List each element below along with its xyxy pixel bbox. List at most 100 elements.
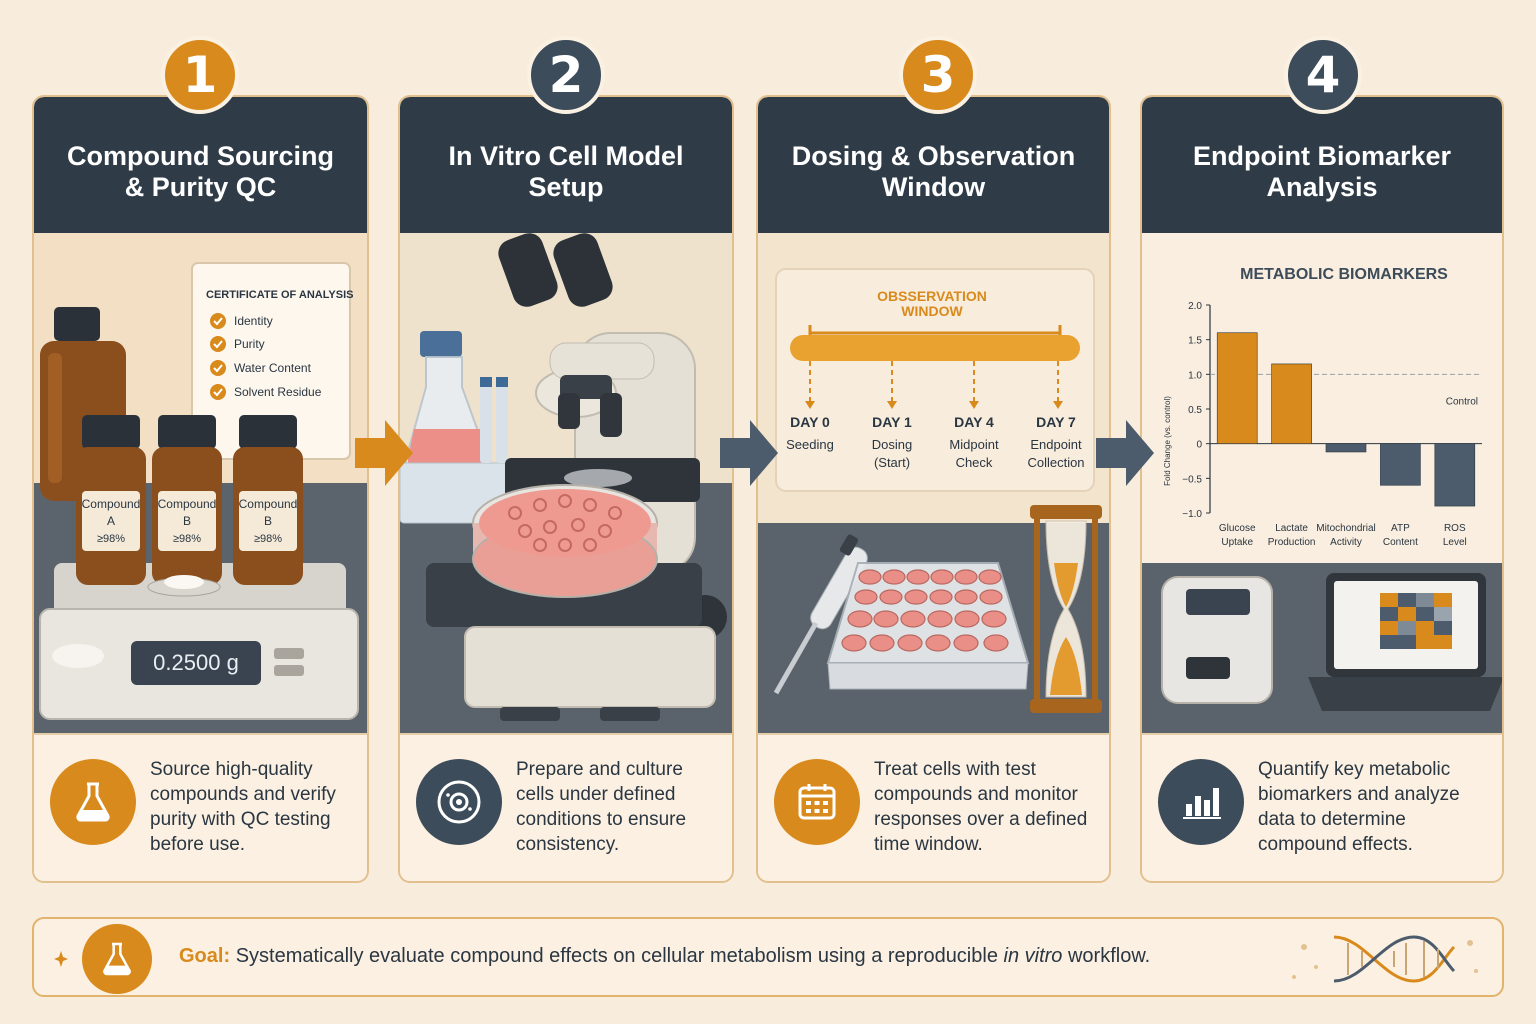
- svg-text:Water Content: Water Content: [234, 361, 312, 375]
- svg-text:Seeding: Seeding: [786, 437, 834, 452]
- chart-x-tick-label: Mitochondrial: [1316, 523, 1375, 534]
- chart-x-tick-label: Level: [1443, 537, 1467, 548]
- plate-reader: [1161, 576, 1273, 704]
- step-3-title: Dosing & Observation Window: [758, 97, 1109, 233]
- chart-bar: [1380, 443, 1421, 486]
- step-3-footer: Treat cells with test compounds and moni…: [758, 733, 1109, 881]
- goal-text-italic: in vitro: [1003, 945, 1063, 967]
- goal-statement: Goal: Systematically evaluate compound e…: [179, 945, 1150, 968]
- chart-bar: [1325, 443, 1367, 453]
- chart-x-tick-label: ROS: [1444, 523, 1466, 534]
- step-4-footer: Quantify key metabolic biomarkers and an…: [1142, 733, 1502, 881]
- chart-x-tick-label: Production: [1268, 537, 1316, 548]
- step-1-footer: Source high-quality compounds and verify…: [34, 733, 367, 881]
- step-2-footer: Prepare and culture cells under defined …: [400, 733, 732, 881]
- petri-dish: [472, 484, 658, 598]
- chart-y-tick-label: 0.5: [1188, 405, 1202, 416]
- step-3-illustration: OBSSERVATION WINDOW DAY 0: [758, 233, 1109, 733]
- chart-reference-label: Control: [1446, 396, 1478, 407]
- step-4-panel: Endpoint Biomarker Analysis METABOLIC BI…: [1140, 95, 1504, 883]
- scale-readout: 0.2500 g: [153, 650, 239, 675]
- chart-y-tick-label: 1.0: [1188, 370, 1202, 381]
- chart-x-tick-label: Glucose: [1219, 523, 1256, 534]
- step-2-badge: 2: [527, 36, 605, 114]
- chart-y-tick-label: 2.0: [1188, 301, 1202, 312]
- step-2-illustration: [400, 233, 732, 733]
- chart-y-axis-label: Fold Change (vs. control): [1163, 396, 1172, 486]
- goal-label: Goal:: [179, 945, 231, 967]
- cell-icon: [416, 759, 502, 845]
- calendar-icon: [774, 759, 860, 845]
- compound-bottle-3: Compound B ≥98%: [233, 415, 303, 585]
- chart-y-tick-label: 1.5: [1188, 336, 1202, 347]
- laptop: [1308, 573, 1502, 711]
- step-1-illustration: CERTIFICATE OF ANALYSIS Identity Purity …: [34, 233, 367, 733]
- svg-text:Dosing: Dosing: [872, 437, 912, 452]
- svg-text:DAY 1: DAY 1: [872, 414, 912, 430]
- compound-bottle-1: Compound A ≥98%: [76, 415, 146, 585]
- chart-bar: [1216, 332, 1258, 444]
- sparkle-icon: [54, 951, 68, 967]
- step-2-title: In Vitro Cell Model Setup: [400, 97, 732, 233]
- chart-x-tick-label: Activity: [1330, 537, 1362, 548]
- step-4-description: Quantify key metabolic biomarkers and an…: [1258, 759, 1460, 855]
- svg-text:DAY 4: DAY 4: [954, 414, 994, 430]
- svg-text:Compound: Compound: [239, 497, 298, 511]
- arrow-right-icon: [355, 420, 413, 486]
- step-4-illustration: METABOLIC BIOMARKERS Fold Change (vs. co…: [1142, 233, 1502, 733]
- step-1-panel: Compound Sourcing & Purity QC CERTIFICAT…: [32, 95, 369, 883]
- svg-text:Purity: Purity: [234, 337, 265, 351]
- certificate-of-analysis: CERTIFICATE OF ANALYSIS Identity Purity …: [191, 262, 354, 460]
- hourglass: [1030, 505, 1102, 713]
- svg-text:OBSSERVATION: OBSSERVATION: [877, 288, 987, 304]
- svg-text:Midpoint: Midpoint: [949, 437, 999, 452]
- svg-text:B: B: [264, 514, 272, 528]
- step-3-panel: Dosing & Observation Window OBSSERVATION…: [756, 95, 1111, 883]
- chart-x-tick-label: Content: [1383, 537, 1418, 548]
- svg-text:DAY 7: DAY 7: [1036, 414, 1076, 430]
- dna-icon: [1292, 935, 1478, 983]
- svg-text:(Start): (Start): [874, 455, 910, 470]
- bar-chart-icon: [1158, 759, 1244, 845]
- chart-x-tick-label: Lactate: [1275, 523, 1308, 534]
- chart-title: METABOLIC BIOMARKERS: [1240, 266, 1448, 283]
- chart-bar: [1434, 443, 1476, 507]
- step-3-description: Treat cells with test compounds and moni…: [874, 759, 1088, 855]
- step-1-title: Compound Sourcing & Purity QC: [34, 97, 367, 233]
- svg-text:Compound: Compound: [82, 497, 141, 511]
- svg-text:≥98%: ≥98%: [254, 533, 282, 545]
- svg-text:Check: Check: [956, 455, 993, 470]
- svg-text:A: A: [107, 514, 115, 528]
- goal-text-end: workflow.: [1062, 945, 1151, 967]
- step-4-badge: 4: [1284, 36, 1362, 114]
- svg-text:DAY 0: DAY 0: [790, 414, 830, 430]
- chart-y-tick-label: 0: [1196, 440, 1202, 451]
- step-3-badge: 3: [899, 36, 977, 114]
- svg-text:Solvent Residue: Solvent Residue: [234, 385, 322, 399]
- flask-icon: [50, 759, 136, 845]
- certificate-items: Identity Purity Water Content Solvent Re…: [210, 313, 322, 400]
- svg-text:WINDOW: WINDOW: [901, 303, 963, 319]
- observation-timeline: OBSSERVATION WINDOW DAY 0: [775, 268, 1095, 492]
- well-plate: [826, 562, 1030, 690]
- chart-x-tick-label: Uptake: [1221, 537, 1253, 548]
- flask-icon: [82, 924, 152, 994]
- compound-bottle-2: Compound B ≥98%: [152, 415, 222, 585]
- chart-x-tick-label: ATP: [1391, 523, 1410, 534]
- step-2-panel: In Vitro Cell Model Setup: [398, 95, 734, 883]
- svg-text:≥98%: ≥98%: [173, 533, 201, 545]
- goal-text-main: Systematically evaluate compound effects…: [235, 945, 1004, 967]
- chart-bar: [1271, 363, 1312, 444]
- svg-text:Identity: Identity: [234, 314, 273, 328]
- step-1-badge: 1: [161, 36, 239, 114]
- svg-text:Endpoint: Endpoint: [1030, 437, 1082, 452]
- arrow-right-icon: [1096, 420, 1154, 486]
- chart-y-tick-label: −0.5: [1182, 474, 1202, 485]
- chart-y-tick-label: −1.0: [1182, 509, 1202, 520]
- step-1-description: Source high-quality compounds and verify…: [150, 759, 336, 855]
- svg-text:≥98%: ≥98%: [97, 533, 125, 545]
- step-4-title: Endpoint Biomarker Analysis: [1142, 97, 1502, 233]
- step-2-description: Prepare and culture cells under defined …: [516, 759, 687, 855]
- arrow-right-icon: [720, 420, 778, 486]
- goal-banner: Goal: Systematically evaluate compound e…: [32, 917, 1504, 997]
